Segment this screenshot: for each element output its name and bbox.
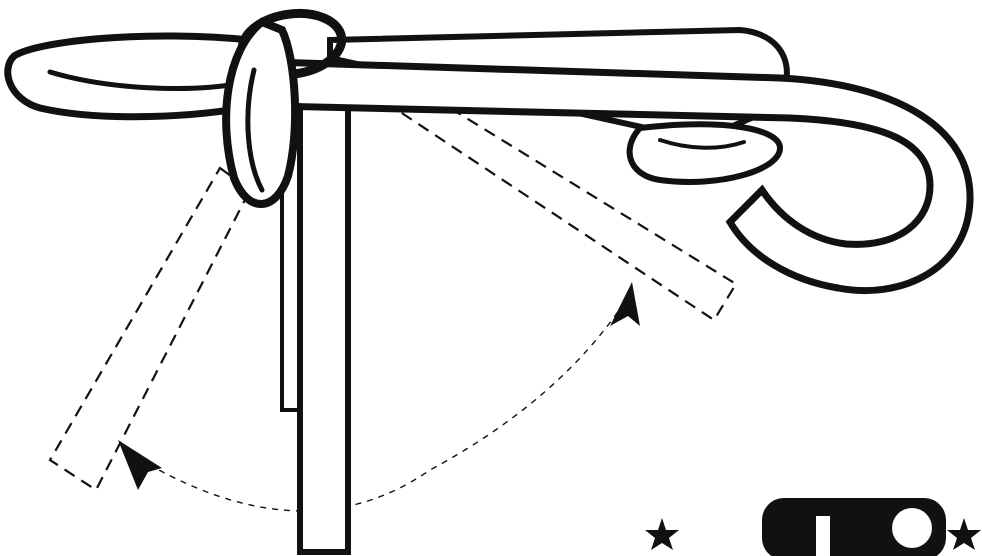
toggle-icon [762,498,946,556]
pin-left-position-ghost [48,166,252,492]
wrap-loop [222,8,347,208]
upright-post [280,89,351,555]
arrowhead-right-icon [610,282,640,326]
pin-right-position-ghost [353,58,738,322]
star-left-icon [645,518,679,550]
arrowhead-left-icon [118,440,162,490]
hook-bar [268,58,974,295]
swing-arc [127,299,627,512]
star-right-icon [947,518,981,550]
